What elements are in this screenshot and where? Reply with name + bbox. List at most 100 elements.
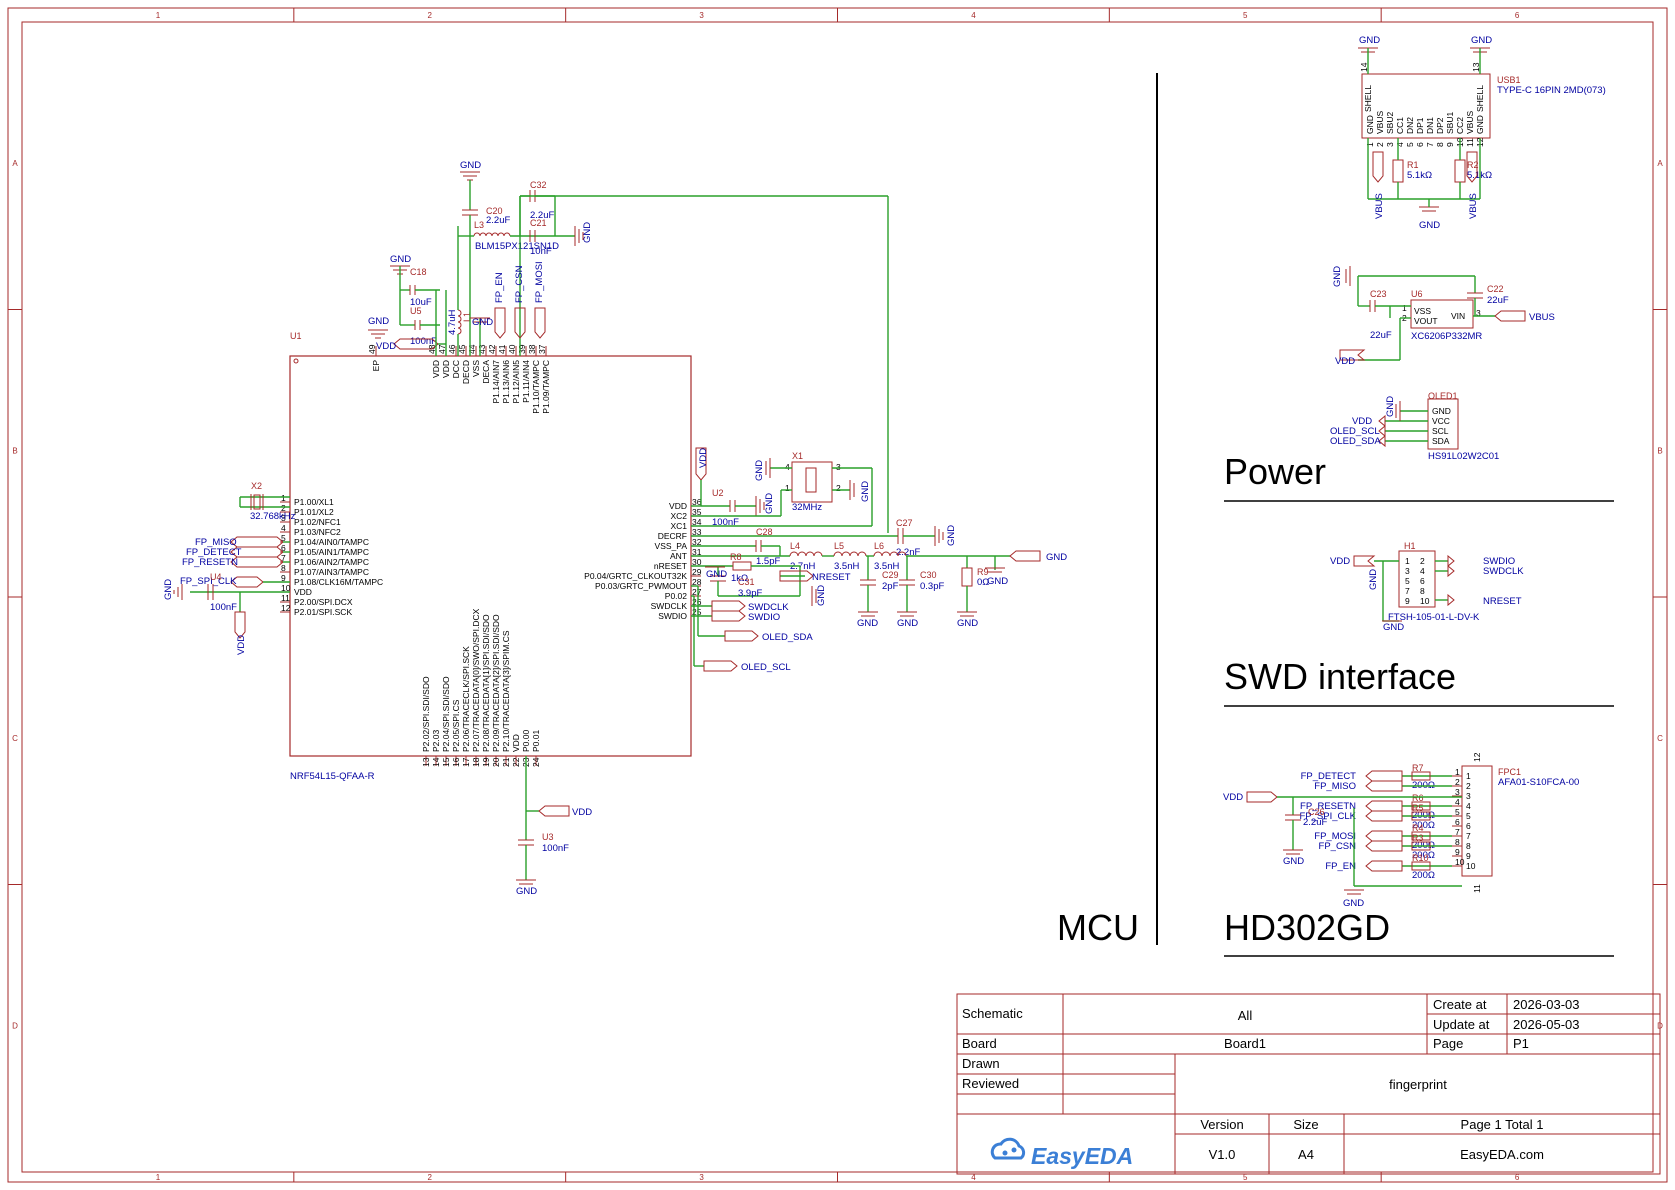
bottom-vdd[interactable]: VDD U3 100nF GND	[516, 756, 592, 897]
mcu-pin-label: P2.09/TRACEDATA[2]/SPI.SDI/SDO	[491, 614, 501, 752]
mcu-pin-number: 12	[281, 603, 291, 613]
svg-text:4.7uH: 4.7uH	[447, 310, 458, 335]
svg-text:1: 1	[785, 483, 790, 493]
svg-text:C20: C20	[486, 206, 503, 216]
svg-text:GND: GND	[582, 222, 593, 243]
usb-connector[interactable]: USB1 TYPE-C 16PIN 2MD(073) GND1VBUS2SBU2…	[1358, 35, 1606, 231]
svg-text:U2: U2	[712, 488, 724, 498]
flag-vdd-bottom: VDD	[538, 805, 592, 818]
svg-text:U3: U3	[542, 832, 554, 842]
svg-text:3.5nH: 3.5nH	[834, 561, 859, 572]
fpc-net-flag	[1365, 840, 1403, 852]
mcu-pin-label: EP	[371, 360, 381, 372]
mcu-pin-label: P0.02	[665, 591, 687, 601]
svg-text:GND: GND	[1343, 898, 1364, 909]
flag-swdio: SWDIO	[711, 610, 780, 623]
svg-text:VDD: VDD	[698, 448, 709, 468]
mcu-pin-number: 1	[281, 493, 286, 503]
gnd-c18: GND	[390, 254, 411, 290]
crystal-x2[interactable]: X2 32.768kHz	[239, 481, 296, 522]
mcu-pin-number: 31	[692, 547, 702, 557]
mcu-pin-number: 44	[467, 344, 477, 354]
mcu-pin-number: 2	[281, 503, 286, 513]
mcu-bottom-pins: P2.02/SPI.SDI/SDO13P2.0314P2.04/SPI.SDI/…	[421, 608, 541, 767]
svg-text:H1: H1	[1404, 541, 1416, 551]
mcu-pin-label: P2.01/SPI.SCK	[294, 607, 352, 617]
svg-text:L5: L5	[834, 541, 844, 551]
svg-text:GND: GND	[1283, 856, 1304, 867]
svg-text:C18: C18	[410, 267, 427, 277]
decoupling-u4[interactable]: GND VDD U4 100nF	[163, 572, 290, 655]
svg-text:R2: R2	[1467, 160, 1479, 170]
col-marker: 2	[428, 1173, 433, 1182]
usb-shell-label: SHELL	[1363, 85, 1373, 112]
fpc-pin-number: 3	[1455, 787, 1460, 797]
svg-text:FP_MISO: FP_MISO	[195, 537, 237, 548]
mcu-pin-label: P1.06/AIN2/TAMPC	[294, 557, 369, 567]
svg-text:TYPE-C 16PIN 2MD(073): TYPE-C 16PIN 2MD(073)	[1497, 85, 1606, 96]
oled-connector[interactable]: OLED1 HS91L02W2C01 GND VCC SCL SDA GND V…	[1330, 391, 1499, 462]
top-decoupling[interactable]: GND C18 10uF U5 100nF GND VDD 4.7uH L1 G…	[368, 160, 889, 533]
col-marker: 1	[156, 1173, 161, 1182]
mcu-pin-label: P1.00/XL1	[294, 497, 334, 507]
flag-vdd-u6: VDD	[1335, 349, 1366, 367]
mcu-pin-number: 37	[537, 344, 547, 354]
usb-pin-label: DN1	[1425, 117, 1435, 134]
svg-text:GND: GND	[754, 460, 765, 481]
mcu-u1[interactable]: U1 NRF54L15-QFAA-R P1.00/XL11P1.01/XL22P…	[280, 331, 702, 782]
flag-fp-resetn: FP_RESETN	[182, 556, 290, 568]
row-marker: C	[1657, 734, 1663, 743]
svg-text:VDD: VDD	[236, 635, 247, 655]
h1-pin-number: 4	[1420, 566, 1425, 576]
fpc-resistor-ref: R6	[1412, 793, 1424, 803]
mcu-top-pins: EP49VDD48VDD47DCC46DECD45VSS44DECA43P1.1…	[367, 344, 551, 413]
fpc-net-flag	[1365, 810, 1403, 822]
create-value: 2026-03-03	[1513, 997, 1580, 1012]
svg-text:4: 4	[785, 462, 790, 472]
svg-text:C30: C30	[920, 570, 937, 580]
svg-text:VDD: VDD	[376, 341, 396, 352]
svg-text:VOUT: VOUT	[1414, 316, 1438, 326]
flag-nreset-h1: NRESET	[1447, 593, 1522, 607]
fpc-resistor	[1411, 801, 1431, 811]
svg-text:L1: L1	[462, 312, 472, 322]
h1-pin-number: 10	[1420, 596, 1430, 606]
drawn-label: Drawn	[962, 1056, 1000, 1071]
fpc-resistor	[1411, 861, 1431, 871]
mcu-pin-number: 47	[437, 344, 447, 354]
fpc-pin-number: 10	[1455, 857, 1465, 867]
svg-text:GND: GND	[1385, 396, 1396, 417]
mcu-pin-number: 29	[692, 567, 702, 577]
fpc-pin-number: 1	[1455, 767, 1460, 777]
svg-text:FP_DETECT: FP_DETECT	[186, 547, 242, 558]
h1-pin-number: 8	[1420, 586, 1425, 596]
col-marker: 3	[699, 1173, 704, 1182]
svg-text:VCC: VCC	[1432, 416, 1450, 426]
version-label: Version	[1200, 1117, 1243, 1132]
svg-text:U6: U6	[1411, 289, 1423, 299]
ldo-u6[interactable]: U6 XC6206P332MR VSS VOUT VIN 1 2 3 GND C…	[1332, 266, 1555, 367]
mcu-pin-number: 24	[531, 757, 541, 767]
mcu-pin-label: P1.09/TAMPC	[541, 360, 551, 414]
pin1-marker	[293, 358, 299, 364]
fpc-net-flag	[1365, 830, 1403, 842]
usb-pin-label: VBUS	[1375, 111, 1385, 134]
mcu-pin-label: P1.01/XL2	[294, 507, 334, 517]
mcu-pin-label: P2.00/SPI.DCX	[294, 597, 353, 607]
fpc-pin-number: 4	[1455, 797, 1460, 807]
svg-text:L6: L6	[874, 541, 884, 551]
svg-text:VDD: VDD	[1352, 416, 1372, 427]
svg-text:SCL: SCL	[1432, 426, 1449, 436]
svg-text:22uF: 22uF	[1487, 295, 1509, 306]
svg-text:FTSH-105-01-L-DV-K: FTSH-105-01-L-DV-K	[1388, 612, 1480, 623]
mcu-pin-number: 41	[497, 344, 507, 354]
gnd-ant: GND	[985, 567, 1008, 587]
mcu-pin-label: P1.14/AIN7	[491, 360, 501, 404]
mcu-pin-label: DECRF	[658, 531, 687, 541]
update-label: Update at	[1433, 1017, 1490, 1032]
flag-vdd-fpc: VDD	[1223, 791, 1278, 803]
